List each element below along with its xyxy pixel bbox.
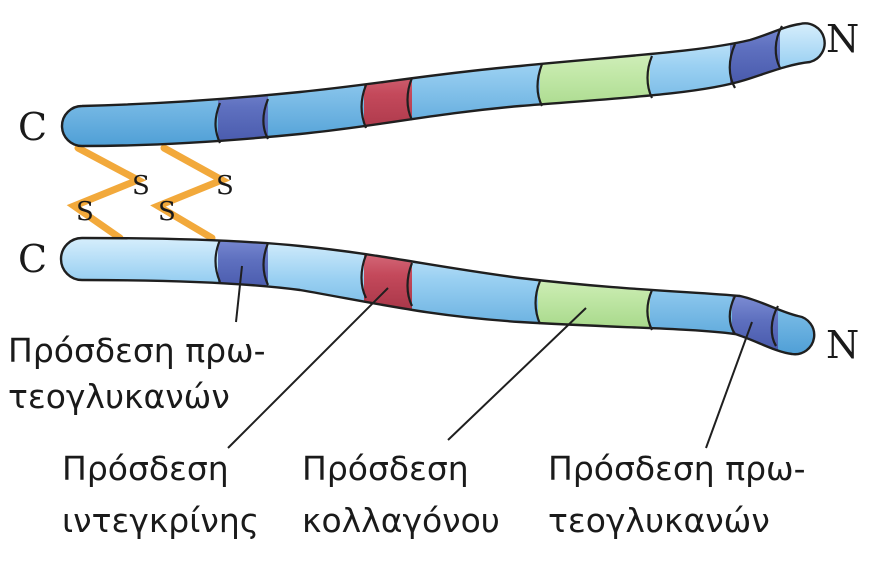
leader-collagen [448,308,586,440]
label-proteoglycan-left-line1: Πρόσδεση πρω- [8,331,266,370]
bottom-integrin-domain [364,230,412,330]
label-collagen: Πρόσδεση κολλαγόνου [302,449,500,540]
top-proteoglycan-domain-left [218,60,268,180]
label-proteoglycan-right-line2: τεογλυκανών [548,501,770,540]
label-collagen-line2: κολλαγόνου [302,501,500,540]
sulfur-label-1: S [132,171,150,201]
sulfur-label-2: S [216,171,234,201]
bottom-c-terminus-label: C [18,237,47,281]
label-proteoglycan-right: Πρόσδεση πρω- τεογλυκανών [548,449,806,540]
top-proteoglycan-domain-right [730,0,780,120]
top-c-terminus-label: C [18,105,47,149]
bottom-proteoglycan-domain-left [218,220,268,320]
top-n-terminus-label: N [826,17,859,61]
label-integrin-line1: Πρόσδεση [62,449,229,488]
label-proteoglycan-left: Πρόσδεση πρω- τεογλυκανών [8,331,266,416]
label-proteoglycan-left-line2: τεογλυκανών [8,377,230,416]
bottom-collagen-domain [538,250,650,350]
top-integrin-domain [364,40,412,160]
sulfur-label-3: S [76,197,94,227]
label-integrin-line2: ιντεγκρίνης [62,501,259,540]
sulfur-label-4: S [158,197,176,227]
bottom-n-terminus-label: N [826,323,859,367]
top-collagen-domain [540,20,650,140]
leader-proteoglycan-right [706,322,752,448]
label-proteoglycan-right-line1: Πρόσδεση πρω- [548,449,806,488]
label-collagen-line1: Πρόσδεση [302,449,469,488]
label-integrin: Πρόσδεση ιντεγκρίνης [62,449,259,540]
